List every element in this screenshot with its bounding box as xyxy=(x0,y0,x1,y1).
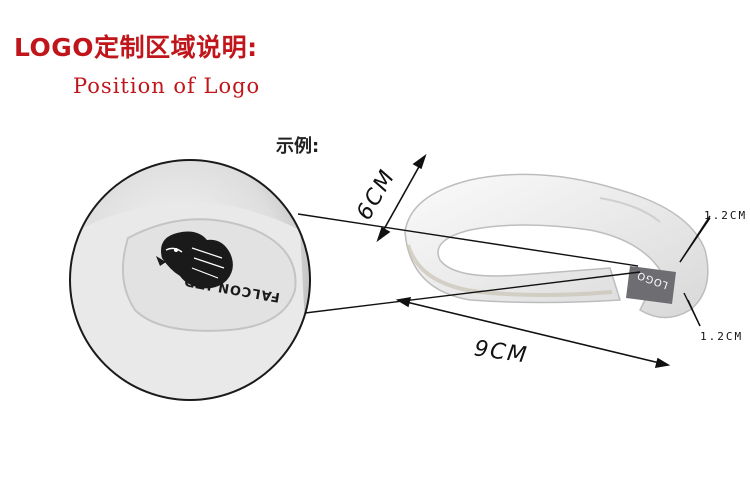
clip-product xyxy=(404,173,709,319)
dimension-arrow-width xyxy=(395,297,671,368)
logo-area xyxy=(626,266,676,304)
dimension-arrow-height xyxy=(376,153,427,243)
logo-height-label: 1.2CM xyxy=(700,330,744,343)
title-english: Position of Logo xyxy=(73,74,261,98)
title-chinese: LOGO定制区域说明: xyxy=(14,33,258,62)
eagle-icon xyxy=(156,231,233,289)
pointer-lines xyxy=(297,213,711,327)
example-label: 示例: xyxy=(276,136,320,157)
logo-width-label: 1.2CM xyxy=(704,209,748,222)
